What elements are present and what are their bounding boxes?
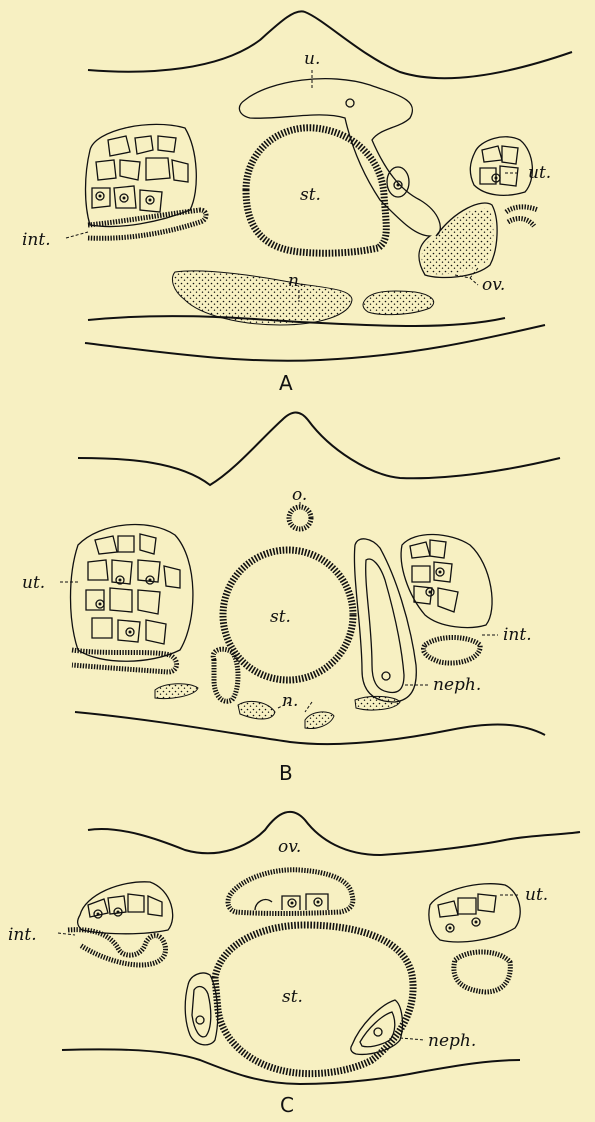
panel-a-label-u: u. <box>304 49 320 69</box>
panel-a-nerve-cord-right <box>363 291 434 315</box>
panel-c-right-cell-mass <box>429 884 520 942</box>
panel-b-right-cell-mass <box>401 534 492 627</box>
panel-c-label-int: int. <box>8 925 37 945</box>
panel-c-label-ut: ut. <box>525 885 548 905</box>
panel-c: ov. int. ut. st. neph. C <box>8 812 580 1117</box>
panel-a-caption: A <box>279 371 293 395</box>
panel-c-stomach <box>215 925 413 1074</box>
panel-c-intestine-right <box>454 952 510 992</box>
panel-c-ventral-outline <box>62 1049 520 1084</box>
panel-b-label-ut: ut. <box>22 573 45 593</box>
panel-b-label-neph: neph. <box>433 675 481 695</box>
panel-c-intestine-left <box>68 930 166 965</box>
panel-a: u. ut. st. int. n. ov. A <box>22 11 572 395</box>
panel-b-left-cell-mass <box>71 525 193 662</box>
panel-b-label-int: int. <box>503 625 532 645</box>
panel-a-right-cell-mass <box>470 137 532 196</box>
panel-b: o. ut. st. int. neph. n. B <box>22 413 560 786</box>
panel-c-dorsal-outline <box>88 812 580 855</box>
panel-a-dorsal-outline <box>88 11 572 78</box>
panel-c-left-cell-mass <box>78 882 173 934</box>
panel-a-ventral-outline-2 <box>85 325 545 361</box>
panel-c-caption: C <box>280 1093 294 1117</box>
panel-b-dorsal-outline <box>78 413 560 486</box>
panel-b-nephridium <box>354 539 416 702</box>
panel-a-label-ov: ov. <box>482 275 505 295</box>
panel-b-label-o: o. <box>292 485 307 505</box>
panel-b-label-st: st. <box>270 607 291 627</box>
panel-b-nerve-cord-2 <box>305 712 334 729</box>
panel-b-caption: B <box>279 761 293 785</box>
panel-b-nerve-cord-1 <box>238 701 275 719</box>
panel-b-o-organ <box>289 507 311 529</box>
panel-a-small-gut-segment <box>506 207 538 226</box>
panel-a-label-ut: ut. <box>528 163 551 183</box>
panel-c-label-st: st. <box>282 987 303 1007</box>
panel-a-intestine <box>88 210 206 238</box>
panel-b-intestine-right <box>423 637 480 663</box>
panel-a-label-st: st. <box>300 185 321 205</box>
panel-b-nerve-left <box>155 684 198 699</box>
panel-b-nerve-cord-3 <box>355 696 400 710</box>
panel-a-label-int: int. <box>22 230 51 250</box>
panel-b-label-n: n. <box>282 691 298 711</box>
panel-c-label-neph: neph. <box>428 1031 476 1051</box>
panel-c-label-ov: ov. <box>278 837 301 857</box>
panel-a-label-n: n. <box>288 271 304 291</box>
panel-a-ovary-tissue <box>422 209 494 275</box>
